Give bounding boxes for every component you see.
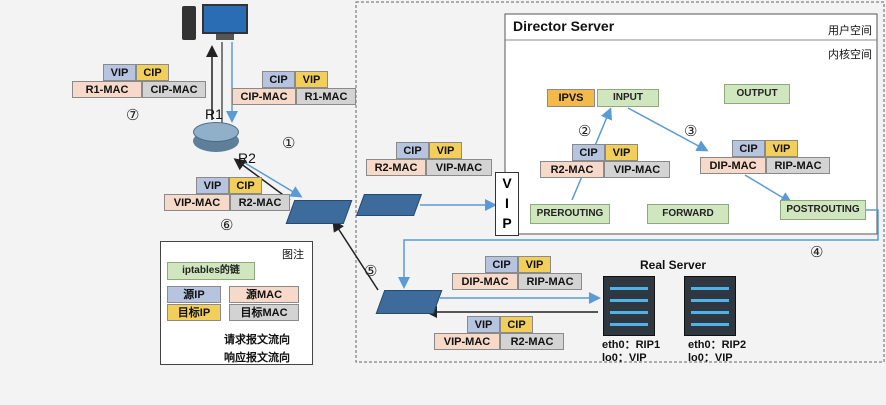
forward-chain: FORWARD [647, 204, 729, 224]
switch-icon [285, 200, 353, 224]
legend-dst-mac: 目标MAC [229, 304, 299, 321]
legend-src-ip: 源IP [167, 286, 221, 303]
legend-src-mac: 源MAC [229, 286, 299, 303]
router-r1-label: R1 [205, 106, 223, 122]
vip-letter: I [505, 195, 509, 211]
router-icon [193, 122, 239, 152]
legend-box [160, 241, 313, 365]
switch-icon [355, 194, 423, 216]
step-marker: ② [578, 123, 592, 140]
vip-letter: P [502, 215, 512, 231]
step-marker: ③ [684, 123, 698, 140]
director-server-box [504, 13, 878, 235]
user-space-label: 用户空间 [828, 25, 872, 37]
vip-box: V I P [495, 172, 519, 236]
computer-icon [182, 4, 252, 44]
rs2-eth: eth0：RIP2 [688, 339, 747, 351]
kernel-space-label: 内核空间 [828, 49, 872, 61]
legend-request: 请求报文流向 [224, 334, 290, 346]
rs1-eth: eth0：RIP1 [602, 339, 661, 351]
rs1-lo: lo0：VIP [602, 352, 647, 364]
router-r2-label: R2 [238, 150, 256, 166]
legend-chain: iptables的链 [167, 262, 255, 280]
vip-letter: V [502, 175, 512, 191]
server-icon [603, 276, 655, 336]
step-marker: ⑤ [364, 263, 378, 280]
legend-response: 响应报文流向 [224, 352, 290, 364]
step-marker: ⑦ [126, 107, 140, 124]
switch-icon [375, 290, 443, 314]
step-marker: ④ [810, 244, 824, 261]
output-chain: OUTPUT [724, 84, 790, 104]
legend-title: 图注 [282, 249, 304, 261]
rs2-lo: lo0：VIP [688, 352, 733, 364]
input-chain: INPUT [597, 89, 659, 107]
director-title: Director Server [513, 18, 615, 34]
ipvs-box: IPVS [547, 89, 595, 107]
step-marker: ① [282, 135, 296, 152]
postrouting-chain: POSTROUTING [780, 200, 866, 220]
real-server-title: Real Server [640, 258, 707, 272]
step-marker: ⑥ [220, 217, 234, 234]
server-icon [684, 276, 736, 336]
prerouting-chain: PREROUTING [530, 204, 610, 224]
legend-dst-ip: 目标IP [167, 304, 221, 321]
director-dashed-box [355, 1, 885, 363]
